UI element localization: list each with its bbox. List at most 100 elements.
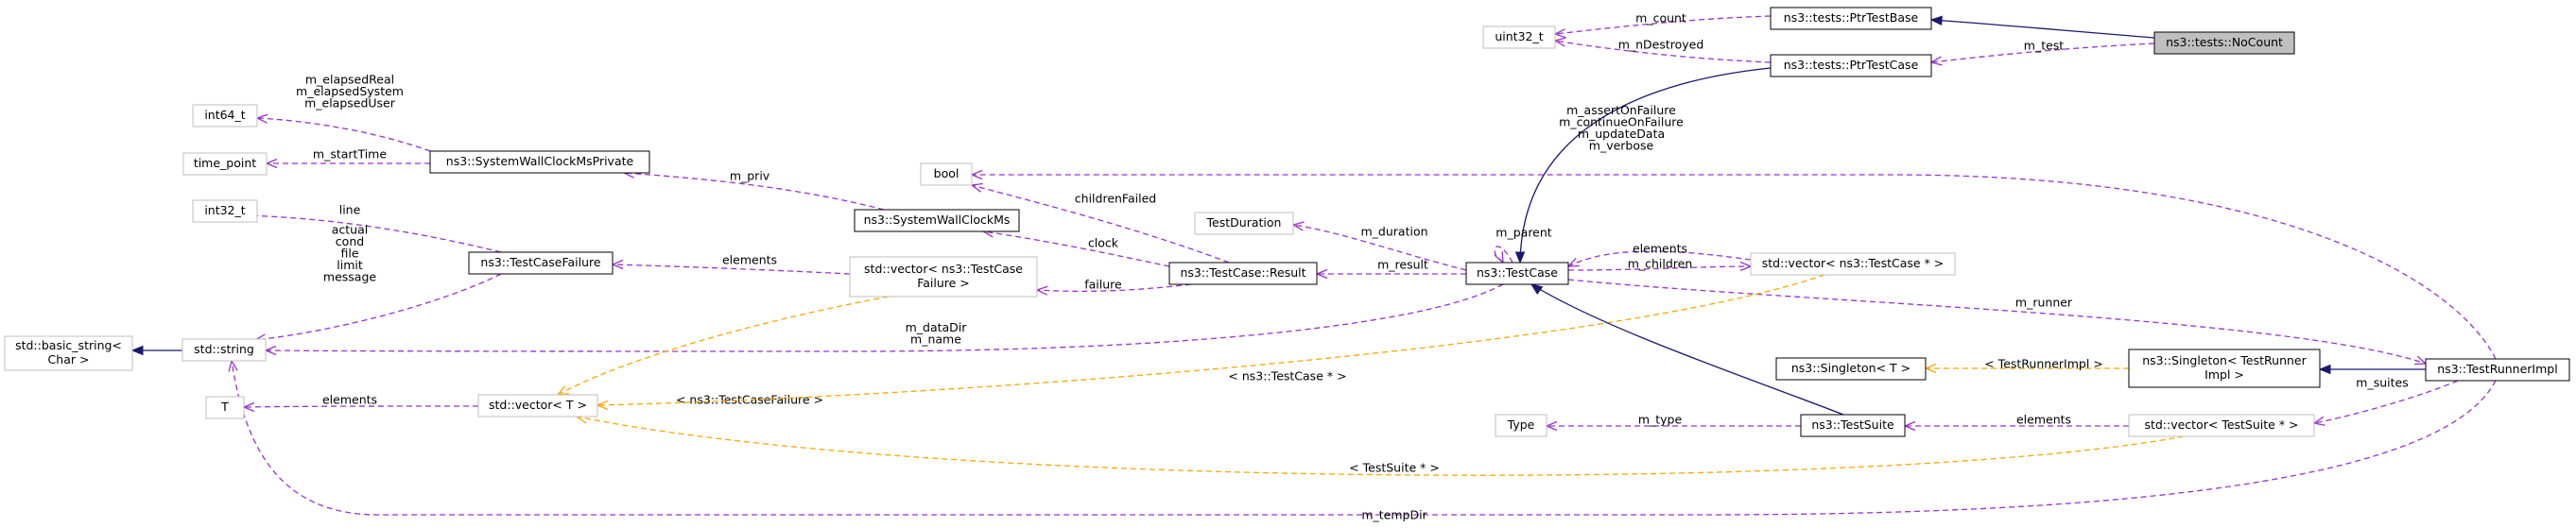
node-vec-t[interactable]: std::vector< T > — [477, 394, 598, 417]
node-singleton-t[interactable]: ns3::Singleton< T > — [1775, 357, 1927, 381]
node-label: Failure > — [917, 276, 970, 290]
node-vec-failure[interactable]: std::vector< ns3::TestCaseFailure > — [849, 256, 1038, 298]
edge-tpl-testsuite: < TestSuite * > — [575, 414, 2185, 476]
node-label: ns3::TestCaseFailure — [480, 255, 600, 269]
node-label: T — [220, 400, 229, 414]
edge-label: m_name — [910, 332, 961, 347]
edge-label: < TestSuite * > — [1349, 461, 1440, 475]
edge-label: line — [339, 203, 361, 217]
edge-label: m_elapsedSystem — [296, 84, 404, 98]
edge-inherit-testsuite — [1530, 283, 1844, 416]
node-label: ns3::Singleton< TestRunner — [2142, 353, 2307, 367]
node-timepoint[interactable]: time_point — [182, 152, 268, 176]
edge-m-type: m_type — [1545, 413, 1801, 432]
node-swcmsprivate[interactable]: ns3::SystemWallClockMsPrivate — [429, 150, 650, 174]
edge-label: elements — [1633, 242, 1687, 256]
node-type[interactable]: Type — [1495, 414, 1547, 437]
edge-label: elements — [2016, 413, 2071, 427]
node-nocount[interactable]: ns3::tests::NoCount — [2153, 31, 2295, 55]
node-ptrtestcase[interactable]: ns3::tests::PtrTestCase — [1770, 54, 1932, 77]
edge-label: < ns3::TestCase * > — [1228, 369, 1346, 383]
edge-label: clock — [1088, 236, 1119, 250]
edge-label: m_verbose — [1589, 139, 1654, 153]
edge-label: m_tempDir — [1361, 508, 1427, 522]
node-basicstring[interactable]: std::basic_string<Char > — [4, 335, 133, 371]
node-testcasefailure[interactable]: ns3::TestCaseFailure — [468, 251, 614, 275]
node-label: Impl > — [2204, 367, 2244, 382]
node-testsuite[interactable]: ns3::TestSuite — [1800, 414, 1906, 437]
node-label: ns3::SystemWallClockMs — [864, 213, 1011, 227]
edge-inherit-testcase-ptr — [1514, 67, 1772, 264]
node-label: TestDuration — [1206, 215, 1282, 230]
node-label: ns3::Singleton< T > — [1791, 361, 1910, 375]
edge-tpl-testcase: < ns3::TestCase * > — [596, 274, 1825, 411]
node-label: std::string — [194, 342, 254, 356]
edge-inherit-ptrtestbase — [1929, 15, 2155, 39]
edge-label: m_test — [2024, 39, 2065, 53]
node-testduration[interactable]: TestDuration — [1194, 212, 1294, 235]
node-layer: ns3::tests::NoCount ns3::tests::PtrTestBa… — [4, 7, 2570, 437]
node-stdstring[interactable]: std::string — [182, 338, 267, 362]
node-label: std::vector< ns3::TestCase * > — [1762, 256, 1945, 270]
node-label: ns3::TestSuite — [1811, 417, 1894, 432]
edge-label: m_elapsedReal — [305, 73, 394, 87]
node-label: ns3::tests::NoCount — [2166, 35, 2283, 49]
node-bool[interactable]: bool — [920, 162, 973, 186]
edge-label: m_duration — [1360, 225, 1427, 239]
node-vec-testcaseptr[interactable]: std::vector< ns3::TestCase * > — [1750, 252, 1956, 276]
node-label: uint32_t — [1495, 29, 1543, 43]
node-label: time_point — [194, 156, 256, 170]
edge-inherit-singleton — [2318, 364, 2426, 375]
edge-label: actual — [332, 223, 369, 237]
edge-label: limit — [337, 258, 363, 272]
node-label: std::basic_string< — [15, 338, 122, 352]
node-uint32[interactable]: uint32_t — [1482, 26, 1556, 49]
edge-label: file — [340, 247, 358, 261]
node-testrunnerimpl[interactable]: ns3::TestRunnerImpl — [2425, 358, 2570, 382]
edge-elements-t: elements — [242, 393, 479, 413]
edge-label: m_suites — [2356, 376, 2408, 390]
edge-label: elements — [322, 393, 377, 407]
node-int32[interactable]: int32_t — [192, 199, 258, 223]
edge-label: m_startTime — [313, 147, 387, 162]
edge-label: childrenFailed — [1075, 192, 1156, 206]
edge-line: line — [242, 203, 502, 253]
node-vec-testsuite[interactable]: std::vector< TestSuite * > — [2128, 414, 2315, 437]
edge-label: message — [323, 270, 376, 284]
edge-label: m_priv — [730, 169, 770, 183]
node-t[interactable]: T — [205, 396, 245, 419]
node-systemwallclockms[interactable]: ns3::SystemWallClockMs — [854, 209, 1020, 232]
edge-tpl-runner: < TestRunnerImpl > — [1924, 357, 2129, 374]
edge-label: < TestRunnerImpl > — [1984, 357, 2103, 371]
node-label: ns3::tests::PtrTestCase — [1784, 58, 1919, 72]
edge-label: m_count — [1635, 11, 1686, 26]
node-int64[interactable]: int64_t — [192, 104, 258, 128]
node-label: ns3::tests::PtrTestBase — [1784, 10, 1919, 25]
edge-m-suites: m_suites — [2312, 376, 2459, 426]
edge-label: m_children — [1628, 257, 1693, 271]
node-label: ns3::TestCase — [1477, 265, 1558, 280]
node-result[interactable]: ns3::TestCase::Result — [1168, 262, 1318, 285]
edge-m-test: m_test — [1929, 39, 2155, 66]
edge-label: m_updateData — [1578, 127, 1665, 141]
edge-m-parent: m_parent — [1494, 226, 1552, 264]
edge-label: m_type — [1638, 413, 1683, 427]
node-label: Type — [1507, 417, 1535, 432]
node-label: ns3::SystemWallClockMsPrivate — [446, 154, 634, 168]
node-label: std::vector< ns3::TestCase — [864, 262, 1023, 276]
node-testcase[interactable]: ns3::TestCase — [1465, 262, 1569, 285]
node-ptrtestbase[interactable]: ns3::tests::PtrTestBase — [1770, 7, 1932, 30]
edge-label: m_nDestroyed — [1618, 38, 1704, 52]
node-label: std::vector< TestSuite * > — [2144, 417, 2298, 432]
edge-inherit-basicstring — [130, 345, 182, 356]
node-singleton-runner[interactable]: ns3::Singleton< TestRunnerImpl > — [2128, 349, 2321, 388]
edge-elements-suite: elements — [1903, 413, 2129, 432]
node-label: Char > — [48, 352, 90, 366]
node-label: std::vector< T > — [489, 398, 587, 412]
node-label: bool — [934, 166, 960, 180]
edge-label: m_dataDir — [906, 320, 968, 334]
edge-m-priv: m_priv — [622, 169, 885, 211]
edge-failure: failure — [1035, 278, 1192, 296]
